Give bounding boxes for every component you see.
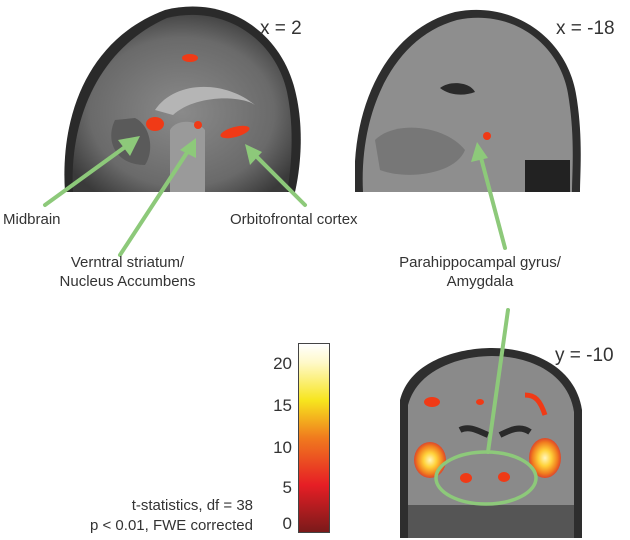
activation-ventral-striatum bbox=[194, 121, 202, 129]
label-ventral-striatum-line2: Nucleus Accumbens bbox=[59, 273, 196, 290]
label-ventral-striatum-line1: Verntral striatum/ bbox=[70, 254, 185, 271]
stats-line1: t-statistics, df = 38 bbox=[131, 497, 253, 514]
activation-right-amygdala bbox=[498, 472, 510, 482]
label-ventral-striatum: Verntral striatum/ Nucleus Accumbens bbox=[40, 253, 215, 291]
colorbar-tick-5: 5 bbox=[282, 478, 292, 497]
statistics-caption: t-statistics, df = 38 p < 0.01, FWE corr… bbox=[20, 496, 253, 536]
activation-left-temporal bbox=[414, 442, 446, 478]
colorbar bbox=[298, 343, 330, 533]
coord-label-x-18: x = -18 bbox=[556, 18, 615, 39]
coord-label-y-10: y = -10 bbox=[555, 345, 614, 366]
label-parahippocampal-line2: Amygdala bbox=[446, 273, 514, 290]
label-midbrain: Midbrain bbox=[3, 211, 61, 228]
activation-parahippocampal bbox=[483, 132, 491, 140]
brain-panel-coronal-y-10 bbox=[400, 340, 585, 538]
stats-line2: p < 0.01, FWE corrected bbox=[90, 517, 253, 534]
colorbar-tick-15: 15 bbox=[273, 396, 292, 415]
label-parahippocampal-gyrus: Parahippocampal gyrus/ Amygdala bbox=[370, 253, 590, 291]
brain-panel-sagittal-x-18 bbox=[355, 0, 585, 192]
coronal-brain-image-y-10 bbox=[400, 348, 582, 538]
label-parahippocampal-line1: Parahippocampal gyrus/ bbox=[399, 254, 561, 271]
activation-left-amygdala bbox=[460, 473, 472, 483]
activation-right-temporal bbox=[529, 438, 561, 478]
coord-label-x2: x = 2 bbox=[260, 18, 302, 39]
activation-midbrain bbox=[146, 117, 164, 131]
colorbar-tick-0: 0 bbox=[282, 514, 292, 533]
colorbar-tick-10: 10 bbox=[273, 438, 292, 457]
activation-orbitofrontal bbox=[220, 125, 250, 139]
activation-superior bbox=[182, 54, 198, 62]
sagittal-brain-image-x-18 bbox=[355, 9, 581, 192]
colorbar-tick-20: 20 bbox=[273, 354, 292, 373]
label-orbitofrontal-cortex: Orbitofrontal cortex bbox=[230, 211, 358, 228]
